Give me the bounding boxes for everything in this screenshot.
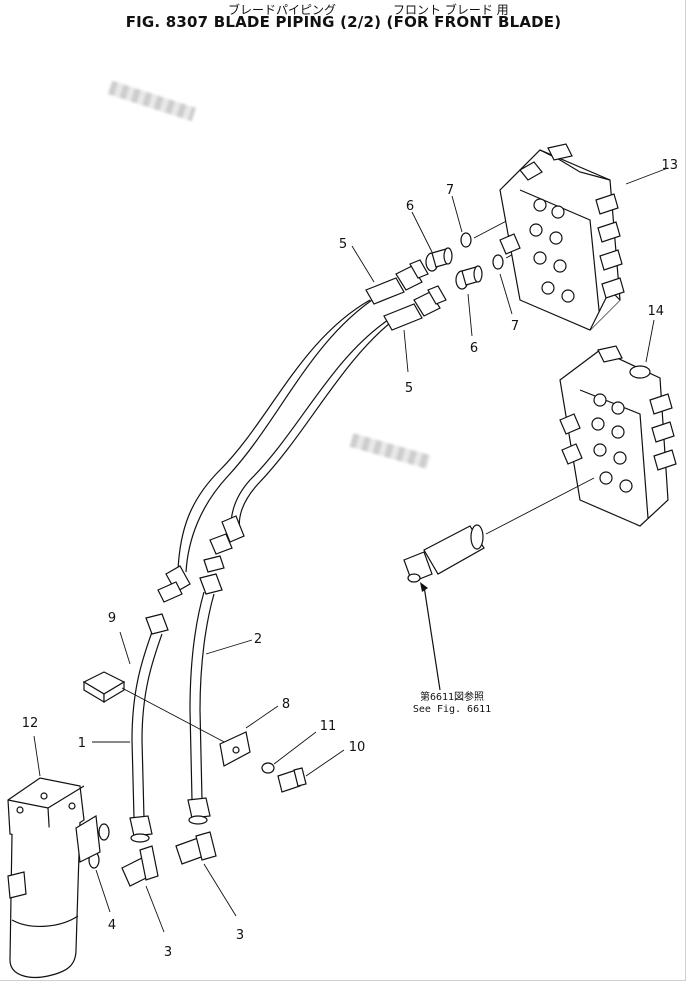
tube-1 xyxy=(129,613,169,843)
control-valve-13 xyxy=(499,143,625,331)
callout-10: 10 xyxy=(349,740,366,755)
callout-1: 1 xyxy=(78,736,86,751)
bolt-10 xyxy=(277,767,307,793)
callout-14: 14 xyxy=(647,304,664,319)
elbow-3-right xyxy=(175,831,217,865)
callout-4: 4 xyxy=(108,918,116,933)
title-jp-right: フロント ブレード 用 xyxy=(393,3,509,17)
fitting-5-upper xyxy=(365,259,429,305)
callout-5-upper: 5 xyxy=(339,237,347,252)
union-6-upper xyxy=(425,247,453,272)
callout-labels: 13 14 7 6 5 7 6 5 9 2 8 1 11 10 12 4 3 3 xyxy=(22,158,678,960)
callout-5-lower: 5 xyxy=(405,381,413,396)
elbow-3-left xyxy=(121,845,159,887)
connector-see-6611 xyxy=(403,524,485,583)
callout-3-left: 3 xyxy=(164,945,172,960)
title-japanese: ブレードパイピング フロント ブレード 用 xyxy=(0,0,687,17)
callout-9: 9 xyxy=(108,611,116,626)
callout-6-lower: 6 xyxy=(470,341,478,356)
callout-7-lower: 7 xyxy=(511,319,519,334)
tube-2 xyxy=(187,573,223,825)
callout-7-upper: 7 xyxy=(446,183,454,198)
plate-8 xyxy=(219,731,251,767)
o-ring-4 xyxy=(98,823,110,841)
o-ring-7-lower xyxy=(492,254,504,270)
fitting-5-lower xyxy=(383,285,447,331)
callout-3-right: 3 xyxy=(236,928,244,943)
reference-note-jp: 第6611図参照 xyxy=(419,692,485,703)
reference-note: 第6611図参照 See Fig. 6611 xyxy=(402,692,502,716)
washer-11 xyxy=(261,762,275,774)
callout-11: 11 xyxy=(320,719,337,734)
callout-2: 2 xyxy=(254,632,262,647)
callout-13: 13 xyxy=(661,158,678,173)
o-ring-7-upper xyxy=(460,232,472,248)
union-6-lower xyxy=(455,265,483,290)
title-jp-left: ブレードパイピング xyxy=(228,3,337,17)
callout-8: 8 xyxy=(282,697,290,712)
figure-title: FIG. 8307 BLADE PIPING (2/2) (FOR FRONT … xyxy=(125,13,562,31)
swivel-joint-12 xyxy=(7,777,101,979)
control-valve-14 xyxy=(559,345,677,527)
callout-6-upper: 6 xyxy=(406,199,414,214)
reference-note-en: See Fig. 6611 xyxy=(412,704,492,715)
clamp-9 xyxy=(82,671,126,704)
hose-assembly xyxy=(157,295,397,603)
callout-12: 12 xyxy=(22,716,39,731)
